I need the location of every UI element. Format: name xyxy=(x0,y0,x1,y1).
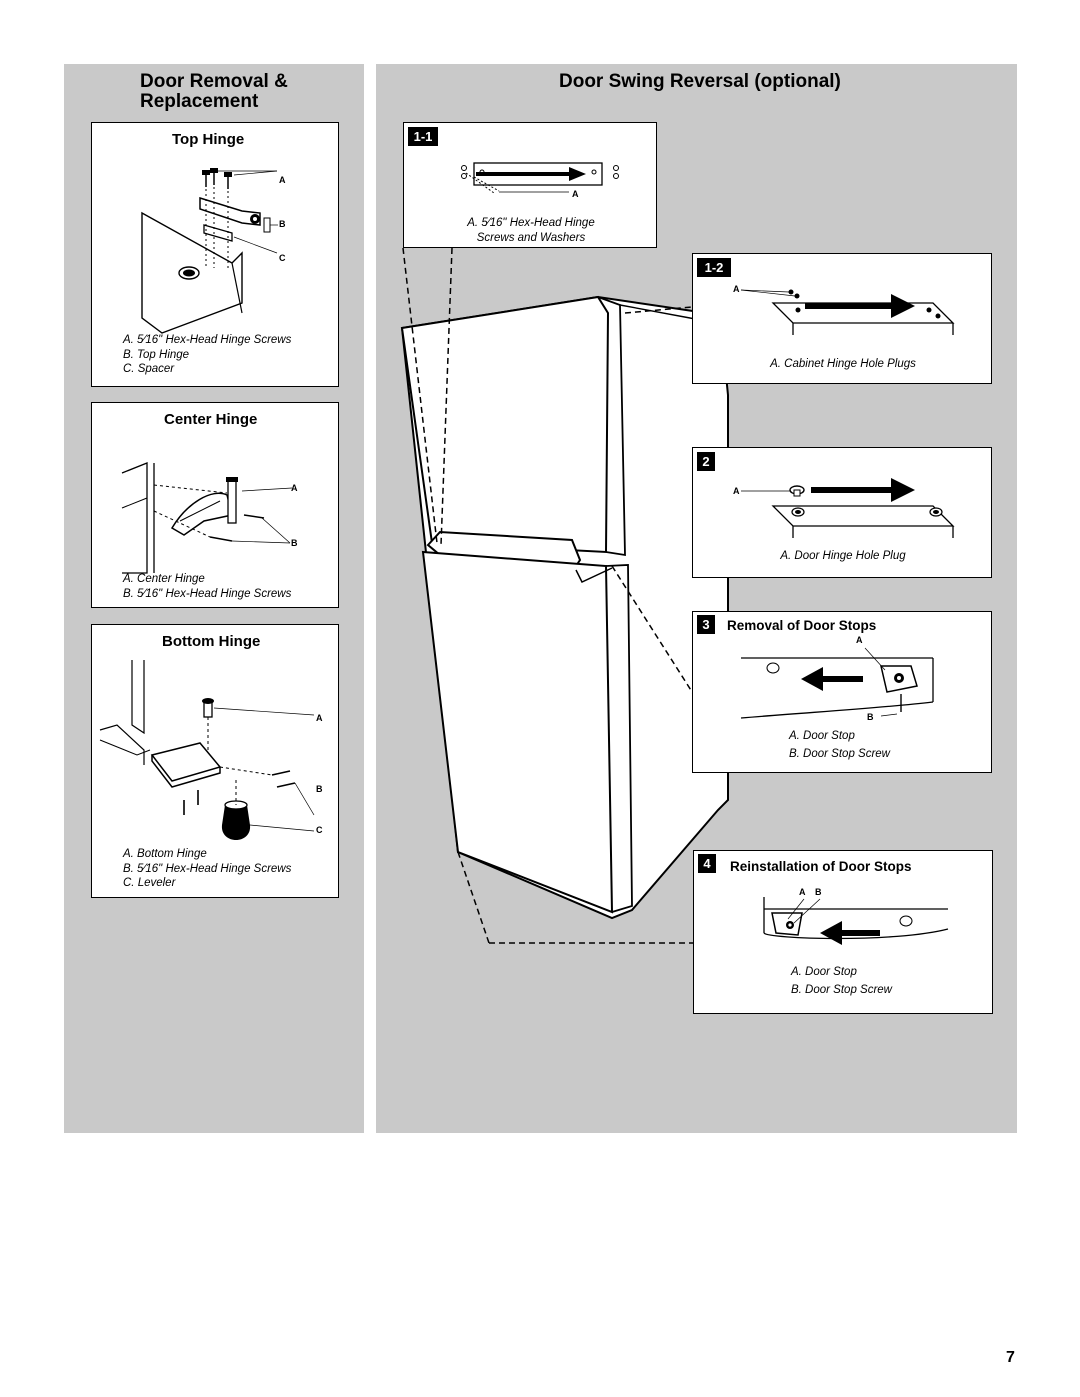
step-3-title: Removal of Door Stops xyxy=(727,618,877,633)
step-3-callout-a: A xyxy=(856,635,863,645)
step-4-box: 4 Reinstallation of Door Stops A B A. Do… xyxy=(693,850,993,1014)
step-4-callout-b: B xyxy=(815,887,822,897)
step-1-1-legend: A. 5⁄16" Hex-Head Hinge Screws and Washe… xyxy=(404,216,658,245)
step-4-illustration xyxy=(763,897,949,945)
legend-item: A. 5⁄16" Hex-Head Hinge Screws xyxy=(123,334,292,346)
step-3-callout-b: B xyxy=(867,712,874,722)
step-2-legend: A. Door Hinge Hole Plug xyxy=(693,549,993,564)
legend-item: C. Leveler xyxy=(123,877,176,889)
top-hinge-callout-c: C xyxy=(279,253,286,263)
bottom-hinge-callout-b: B xyxy=(316,784,323,794)
center-hinge-title: Center Hinge xyxy=(164,411,258,428)
bottom-hinge-title: Bottom Hinge xyxy=(162,633,261,650)
bottom-hinge-illustration xyxy=(99,660,315,840)
step-3-legend: A. Door Stop B. Door Stop Screw xyxy=(789,729,890,761)
legend-item: Screws and Washers xyxy=(476,231,586,244)
title-line-1: Door Removal & xyxy=(140,71,288,92)
step-3-illustration xyxy=(740,647,934,719)
legend-item: A. Cabinet Hinge Hole Plugs xyxy=(770,358,916,370)
step-4-legend: A. Door Stop B. Door Stop Screw xyxy=(791,965,892,997)
step-4-title: Reinstallation of Door Stops xyxy=(730,859,912,874)
step-1-2-legend: A. Cabinet Hinge Hole Plugs xyxy=(693,357,993,372)
top-hinge-callout-a: A xyxy=(279,175,286,185)
center-hinge-callout-b: B xyxy=(291,538,298,548)
legend-item: A. Center Hinge xyxy=(123,573,205,585)
legend-item: B. 5⁄16" Hex-Head Hinge Screws xyxy=(123,587,292,600)
step-1-1-illustration xyxy=(461,162,619,194)
step-2-tag: 2 xyxy=(697,452,715,471)
step-1-2-callout-a: A xyxy=(733,284,740,294)
bottom-hinge-callout-c: C xyxy=(316,825,323,835)
bottom-hinge-callout-a: A xyxy=(316,713,323,723)
step-2-box: 2 A A. Door Hinge Hole Plug xyxy=(692,447,992,578)
step-3-box: 3 Removal of Door Stops A B A. Door Stop… xyxy=(692,611,992,773)
step-1-2-illustration xyxy=(740,289,955,335)
legend-item: A. 5⁄16" Hex-Head Hinge xyxy=(467,217,595,229)
title-line-2: Replacement xyxy=(140,91,259,112)
step-4-callout-a: A xyxy=(799,887,806,897)
top-hinge-title: Top Hinge xyxy=(172,131,245,148)
step-3-tag: 3 xyxy=(697,615,715,634)
step-4-tag: 4 xyxy=(698,854,716,873)
legend-item: B. Door Stop Screw xyxy=(789,747,890,760)
top-hinge-legend: A. 5⁄16" Hex-Head Hinge Screws B. Top Hi… xyxy=(123,333,291,377)
step-2-illustration xyxy=(741,478,955,538)
page-number: 7 xyxy=(1006,1349,1015,1366)
step-1-1-box: 1-1 A A. 5⁄16" Hex-Head Hinge Screws and… xyxy=(403,122,657,248)
step-1-1-tag: 1-1 xyxy=(408,127,438,146)
center-hinge-illustration xyxy=(121,462,293,574)
step-1-1-callout-a: A xyxy=(572,189,579,199)
center-hinge-callout-a: A xyxy=(291,483,298,493)
top-hinge-callout-b: B xyxy=(279,219,286,229)
bottom-hinge-box: Bottom Hinge A B C A. Bottom Hinge B. 5⁄… xyxy=(91,624,339,898)
legend-item: B. Top Hinge xyxy=(123,348,190,361)
bottom-hinge-legend: A. Bottom Hinge B. 5⁄16" Hex-Head Hinge … xyxy=(123,847,291,891)
legend-item: B. 5⁄16" Hex-Head Hinge Screws xyxy=(123,862,292,875)
legend-item: A. Door Stop xyxy=(791,966,857,978)
center-hinge-legend: A. Center Hinge B. 5⁄16" Hex-Head Hinge … xyxy=(123,572,291,601)
legend-item: A. Door Hinge Hole Plug xyxy=(780,550,906,562)
legend-item: A. Door Stop xyxy=(789,730,855,742)
section-title-door-removal: Door Removal & Replacement xyxy=(140,72,360,112)
legend-item: C. Spacer xyxy=(123,363,175,375)
step-2-callout-a: A xyxy=(733,486,740,496)
section-title-door-swing: Door Swing Reversal (optional) xyxy=(559,71,841,92)
center-hinge-box: Center Hinge A B A. Center Hinge B. 5⁄16… xyxy=(91,402,339,608)
step-1-2-tag: 1-2 xyxy=(697,258,731,277)
top-hinge-illustration xyxy=(141,168,278,334)
legend-item: A. Bottom Hinge xyxy=(123,848,207,860)
legend-item: B. Door Stop Screw xyxy=(791,983,892,996)
top-hinge-box: Top Hinge A B C A. 5⁄16" Hex-Head Hinge … xyxy=(91,122,339,387)
step-1-2-box: 1-2 A A. Cabinet Hinge Hole Plugs xyxy=(692,253,992,384)
